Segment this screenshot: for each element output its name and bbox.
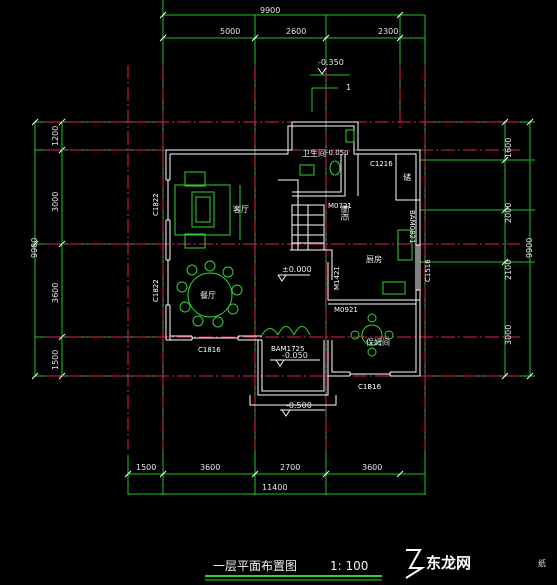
dim-left-seg: 3000 [51,192,60,212]
dim-right-seg: 3000 [504,325,513,345]
dim-right-seg: 1600 [504,138,513,158]
level-top: -0.350 [318,58,344,67]
dimension-ticks [31,11,534,478]
dim-right-seg: 2000 [504,203,513,223]
label-m0721: M0721 [328,202,352,210]
door-window-labels: C1216 M0721 BAM0821 C1822 C1822 M1421 C1… [152,160,432,391]
dim-left-total: 9900 [30,238,39,258]
level-labels: -0.350 1 -0.050 ±0.000 -0.050 -0.500 [282,58,351,410]
room-kitchen: 厨房 [366,254,382,264]
dim-left-seg: 1200 [51,126,60,146]
dim-bottom-seg: 3600 [200,463,220,472]
dim-top-seg: 5000 [220,27,240,36]
label-m0921: M0921 [334,306,358,314]
room-nanny: 保姆间 [366,337,390,347]
dim-bottom-seg: 3600 [362,463,382,472]
room-cabinet: 橱柜 [340,205,350,221]
dim-bottom-total: 11400 [262,483,287,492]
dim-right-total: 9900 [525,238,534,258]
label-c1516: C1516 [424,259,432,282]
label-bam1725: BAM1725 [271,345,304,353]
furniture [174,129,413,357]
dim-top-seg: 2600 [286,27,306,36]
axis-number: 1 [346,83,351,92]
room-toilet: 卫生间 [302,148,326,158]
dim-bottom-seg: 1500 [136,463,156,472]
room-storage: 储 [403,172,411,182]
label-c1816: C1816 [198,346,221,354]
dim-left-seg: 1500 [51,350,60,370]
label-c1b16: C1B16 [358,383,382,391]
level-floor: ±0.000 [282,265,312,274]
level-entrance: -0.050 [282,351,308,360]
title-text: 一层平面布置图 [213,559,297,573]
center-lines [45,65,520,450]
label-bam0821: BAM0821 [408,210,416,243]
level-wc: -0.050 [326,149,349,157]
dim-left-seg: 3600 [51,283,60,303]
axis-grid-lines [34,0,535,495]
dim-top-seg: 2300 [378,27,398,36]
room-dining: 餐厅 [200,291,216,300]
level-marks [270,67,327,417]
room-labels: 卫生间 客厅 餐厅 厨房 储 橱柜 保姆间 [200,148,411,347]
watermark-text: 东龙网 [426,554,471,572]
label-m1421: M1421 [333,266,341,290]
label-c1216: C1216 [370,160,393,168]
dim-bottom-seg: 2700 [280,463,300,472]
building-walls [165,121,421,406]
dim-right-seg: 2100 [504,260,513,280]
drawing-title: 一层平面布置图 1: 100 [205,559,382,581]
dim-top-total: 9900 [260,6,280,15]
watermark-suffix: 纸 [538,558,546,568]
label-c1822-bottom: C1822 [152,279,160,302]
watermark-logo-icon [405,549,426,579]
room-living: 客厅 [233,204,249,214]
watermark: 东龙网 纸 [405,549,546,579]
dimension-labels: 9900 5000 2600 2300 9900 1200 3000 3600 … [30,6,534,492]
level-step: -0.500 [286,401,312,410]
label-c1822-top: C1822 [152,193,160,216]
scale-text: 1: 100 [330,559,368,573]
